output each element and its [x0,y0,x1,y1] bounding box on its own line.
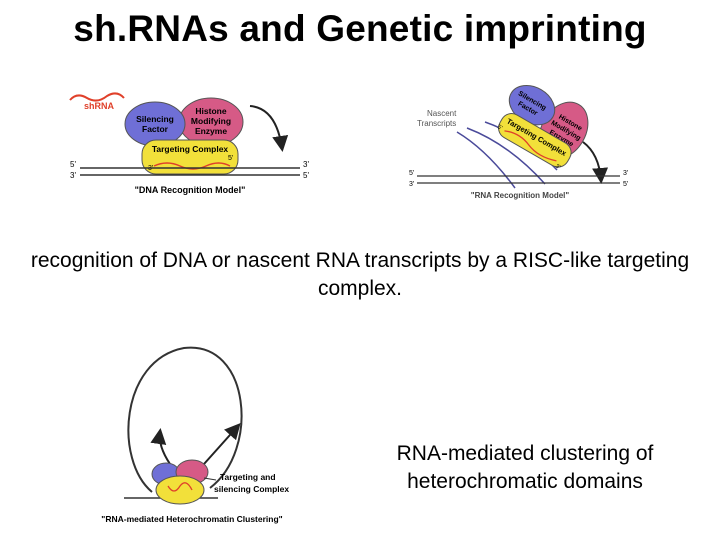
svg-text:5': 5' [623,181,628,188]
svg-text:Modifying: Modifying [191,116,231,126]
rna-strand-squiggle [153,162,231,170]
svg-text:5': 5' [228,155,233,162]
rna-recognition-diagram: Nascent Transcripts Histone Modifying En… [409,85,628,200]
svg-text:Targeting and: Targeting and [220,472,276,482]
svg-text:3': 3' [623,170,628,177]
svg-text:5': 5' [70,160,76,169]
svg-text:Silencing: Silencing [136,114,174,124]
rna-curved-arrow-icon [582,141,609,184]
shrna-hairpin [69,92,125,102]
cluster-targeting-complex [155,475,205,505]
rna-model-caption: "RNA Recognition Model" [471,191,570,200]
clustering-caption: "RNA-mediated Heterochromatin Clustering… [101,514,282,524]
svg-text:3': 3' [70,171,76,180]
svg-text:silencing Complex: silencing Complex [214,484,289,494]
svg-text:5': 5' [496,124,503,131]
rna-targeting-complex-shape [498,113,572,168]
svg-text:3': 3' [303,160,309,169]
svg-text:5': 5' [303,171,309,180]
svg-text:Histone: Histone [195,106,226,116]
caption-clustering: RNA-mediated clustering of heterochromat… [396,442,654,493]
arrow-left-icon [150,428,171,465]
shrna-label: shRNA [84,101,115,111]
nascent-transcripts-label: Nascent [427,109,457,118]
svg-text:Enzyme: Enzyme [195,126,227,136]
targeting-complex-label: Targeting Complex [152,144,229,154]
svg-text:5': 5' [409,170,414,177]
dna-recognition-diagram: shRNA Histone Modifying Enzyme Silencing… [69,92,309,195]
arrow-right-icon [203,423,241,465]
targeting-complex-shape [141,139,239,175]
slide-title: sh.RNAs and Genetic imprinting [73,8,647,49]
dna-model-caption: "DNA Recognition Model" [135,185,246,195]
nascent-transcript-1 [456,131,516,189]
curved-arrow-icon [249,105,289,152]
svg-text:3': 3' [554,164,561,171]
caption-recognition: recognition of DNA or nascent RNA transc… [30,249,690,300]
complex-pointer [203,477,217,481]
heterochromatin-clustering-diagram: Targeting and silencing Complex "RNA-med… [101,346,289,524]
svg-text:3': 3' [409,181,414,188]
svg-text:Transcripts: Transcripts [417,119,456,128]
svg-text:Factor: Factor [142,124,169,134]
